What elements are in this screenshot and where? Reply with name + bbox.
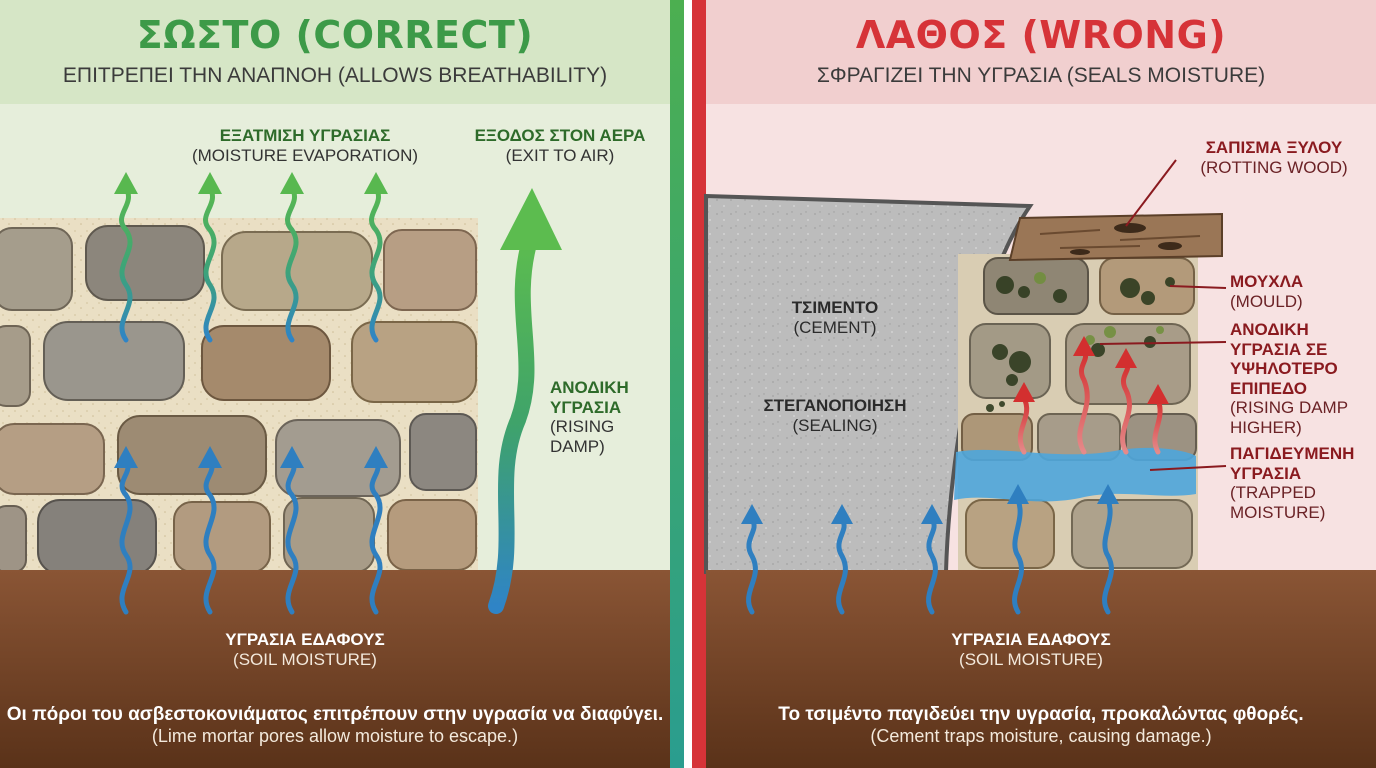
moisture-evaporation-label: ΕΞΑΤΜΙΣΗ ΥΓΡΑΣΙΑΣ (MOISTURE EVAPORATION) bbox=[191, 126, 419, 165]
exit-to-air-arrowhead bbox=[500, 188, 562, 250]
wall-stones-left bbox=[0, 225, 477, 575]
rising-damp-higher-arrowheads bbox=[1013, 336, 1169, 404]
wrong-subtitle: ΣΦΡΑΓΙΖΕΙ ΤΗΝ ΥΓΡΑΣΙΑ (SEALS MOISTURE) bbox=[816, 64, 1266, 87]
rising-damp-higher-label: ΑΝΟΔΙΚΗ ΥΓΡΑΣΙΑ ΣΕ ΥΨΗΛΟΤΕΡΟ ΕΠΙΠΕΔΟ (RI… bbox=[1230, 320, 1349, 437]
soil-moisture-arrowheads-left bbox=[114, 446, 388, 468]
wrong-title: ΛΑΘΟΣ (WRONG) bbox=[855, 13, 1227, 57]
correct-title: ΣΩΣΤΟ (CORRECT) bbox=[136, 13, 534, 57]
trapped-water bbox=[954, 447, 1196, 502]
rotting-wood-label: ΣΑΠΙΣΜΑ ΞΥΛΟΥ (ROTTING WOOD) bbox=[1200, 138, 1348, 177]
trapped-moisture-label: ΠΑΓΙΔΕΥΜΕΝΗ ΥΓΡΑΣΙΑ (TRAPPED MOISTURE) bbox=[1230, 444, 1355, 522]
soil-moisture-arrows-left bbox=[119, 459, 383, 615]
mould-label: ΜΟΥΧΛΑ (MOULD) bbox=[1230, 272, 1304, 311]
callout-leader-lines bbox=[1099, 159, 1227, 471]
soil-left bbox=[0, 570, 670, 768]
left-caption: Οι πόροι του ασβεστοκονιάματος επιτρέπου… bbox=[6, 704, 664, 746]
mould-spots bbox=[986, 276, 1175, 412]
exit-to-air-label: ΕΞΟΔΟΣ ΣΤΟΝ ΑΕΡΑ (EXIT TO AIR) bbox=[474, 126, 646, 165]
right-header-band bbox=[706, 0, 1376, 104]
center-divider-right bbox=[692, 0, 706, 768]
soil-moisture-arrowheads-right bbox=[741, 484, 1119, 524]
center-divider-left bbox=[670, 0, 684, 768]
right-caption: Το τσιμέντο παγιδεύει την υγρασία, προκα… bbox=[778, 704, 1304, 746]
left-panel bbox=[0, 0, 670, 768]
sealing-label: ΣΤΕΓΑΝΟΠΟΙΗΣΗ (SEALING) bbox=[763, 396, 907, 435]
exit-to-air-arrow bbox=[488, 232, 538, 614]
cement-label: ΤΣΙΜΕΝΤΟ (CEMENT) bbox=[791, 298, 879, 337]
correct-subtitle: ΕΠΙΤΡΕΠΕΙ ΤΗΝ ΑΝΑΠΝΟΗ (ALLOWS BREATHABIL… bbox=[62, 64, 608, 87]
rising-damp-label: ΑΝΟΔΙΚΗ ΥΓΡΑΣΙΑ (RISING DAMP) bbox=[550, 378, 629, 456]
soil-moisture-label-right: ΥΓΡΑΣΙΑ ΕΔΑΦΟΥΣ (SOIL MOISTURE) bbox=[951, 630, 1111, 669]
evaporation-arrowheads bbox=[114, 172, 388, 194]
right-panel bbox=[704, 0, 1376, 768]
soil-moisture-label-left: ΥΓΡΑΣΙΑ ΕΔΑΦΟΥΣ (SOIL MOISTURE) bbox=[225, 630, 385, 669]
soil-right bbox=[706, 570, 1376, 768]
evaporation-arrows bbox=[119, 185, 383, 343]
center-divider-gap bbox=[684, 0, 692, 768]
moss-spots bbox=[1034, 272, 1164, 345]
left-header-band bbox=[0, 0, 670, 104]
soil-moisture-arrows-right bbox=[746, 497, 1114, 615]
rising-damp-higher-arrows bbox=[1017, 349, 1163, 455]
rotting-wood-beam bbox=[1008, 212, 1223, 262]
